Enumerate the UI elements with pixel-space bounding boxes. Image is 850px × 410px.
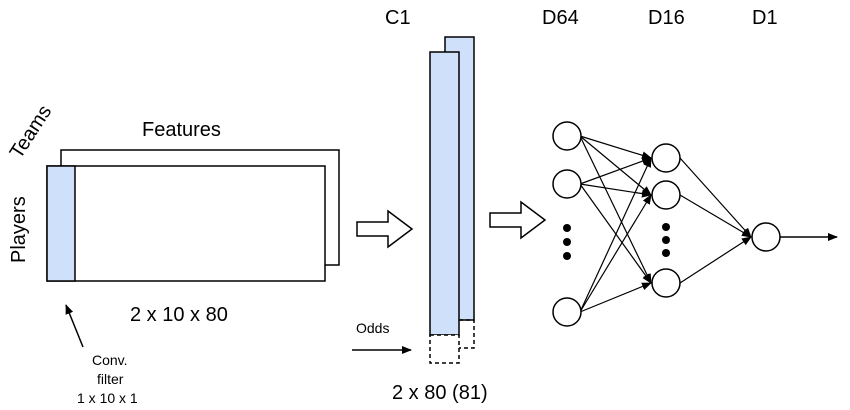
- input-front-layer: [46, 165, 326, 282]
- c1-front-extra-cell: [429, 334, 460, 364]
- d64-ellipsis-dots: [563, 224, 571, 260]
- d1-node: [751, 222, 781, 252]
- conv-filter-pointer-arrow: [65, 304, 84, 348]
- flow-arrow-1: [356, 209, 414, 249]
- d16-node: [651, 180, 681, 210]
- d64-node: [552, 169, 582, 199]
- d1-label: D1: [752, 7, 778, 29]
- d16-ellipsis-dots: [662, 223, 670, 257]
- conv-filter-highlight: [46, 165, 76, 282]
- conv-filter-label-line3: 1 x 10 x 1: [77, 390, 138, 406]
- d64-to-d16-connections: [579, 135, 652, 313]
- d64-node: [552, 121, 582, 151]
- d16-node: [651, 143, 681, 173]
- teams-label: Teams: [6, 101, 57, 162]
- players-label: Players: [8, 196, 30, 263]
- odds-label: Odds: [356, 320, 389, 336]
- c1-dimensions-label: 2 x 80 (81): [392, 382, 488, 404]
- conv-filter-label-line2: filter: [97, 371, 124, 387]
- d64-node: [552, 297, 582, 327]
- d16-node: [651, 268, 681, 298]
- c1-label: C1: [385, 7, 411, 29]
- input-dimensions-label: 2 x 10 x 80: [130, 304, 228, 326]
- conv-filter-label-line1: Conv.: [92, 352, 128, 368]
- d16-to-d1-connections: [679, 157, 752, 284]
- features-label: Features: [142, 119, 221, 141]
- d64-label: D64: [542, 7, 579, 29]
- c1-front-bar: [429, 51, 460, 336]
- d16-label: D16: [648, 7, 685, 29]
- flow-arrow-2: [489, 200, 547, 240]
